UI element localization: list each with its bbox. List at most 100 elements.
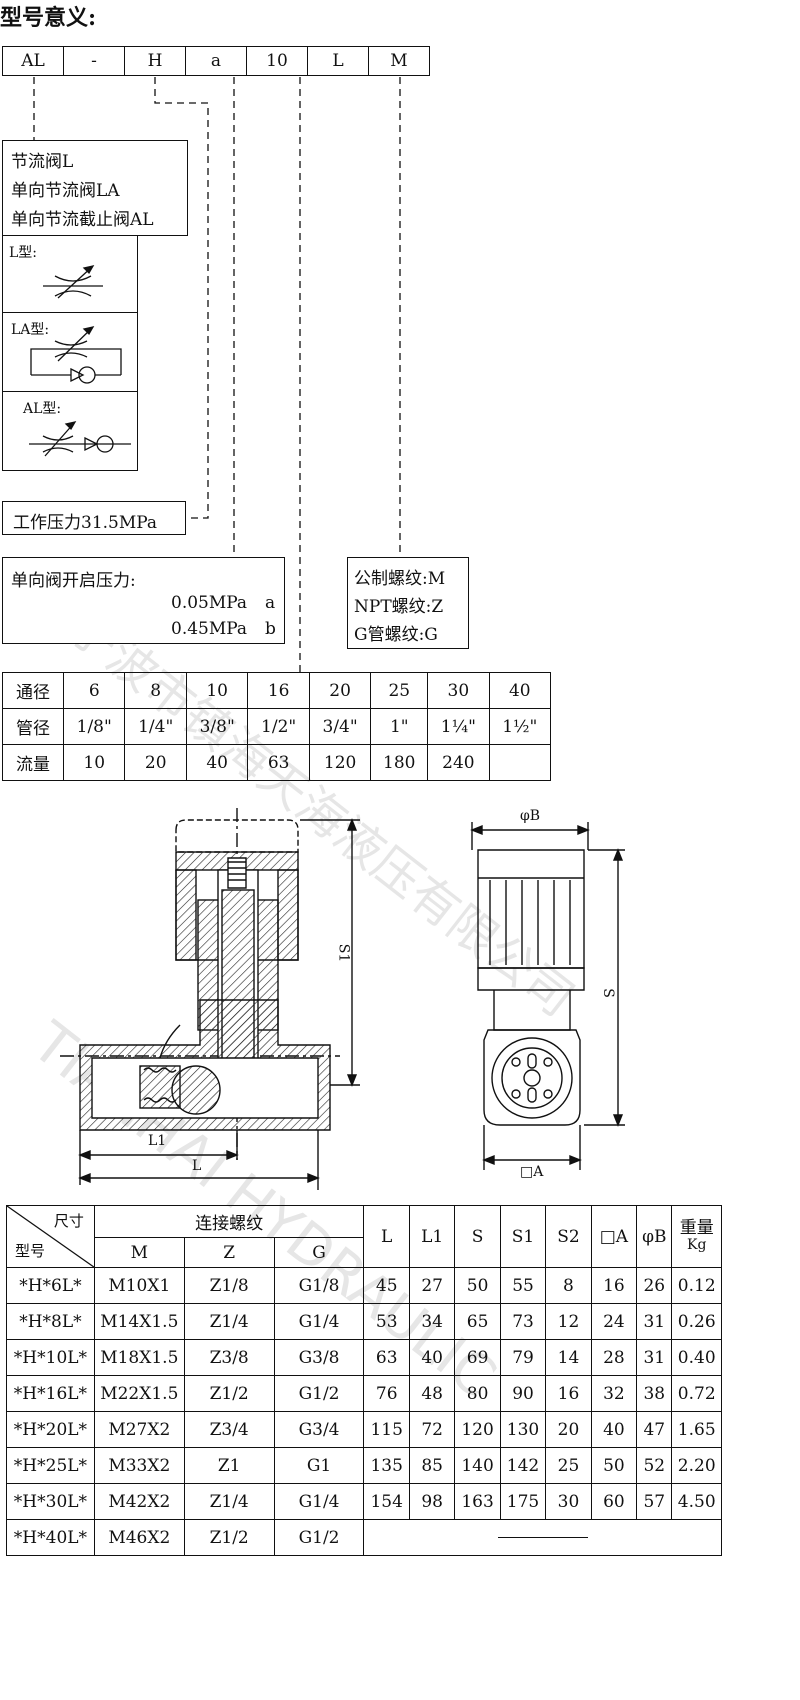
spec-cell: 57	[636, 1483, 673, 1520]
model-cell: *H*8L*	[6, 1303, 95, 1340]
size-cell: 1½"	[488, 708, 552, 745]
corner-size: 尺寸	[53, 1212, 84, 1230]
spec-cell: 55	[499, 1267, 547, 1304]
model-cell: *H*30L*	[6, 1483, 95, 1520]
spec-cell: 79	[499, 1339, 547, 1376]
spec-cell: 40	[590, 1411, 638, 1448]
spec-cell: 32	[590, 1375, 638, 1412]
spec-cell: 142	[499, 1447, 547, 1484]
spec-cell: 25	[545, 1447, 592, 1484]
size-cell: 1"	[370, 708, 429, 745]
spec-cell: 53	[363, 1303, 410, 1340]
size-cell: 120	[308, 744, 372, 781]
spec-cell: G1/2	[273, 1519, 365, 1556]
dim-a: □A	[520, 1164, 544, 1180]
spec-cell: 45	[363, 1267, 410, 1304]
dim-l: L	[192, 1158, 202, 1174]
spec-cell: G3/8	[273, 1339, 365, 1376]
valve-section-drawing	[60, 808, 360, 1190]
col-header: S1	[499, 1205, 547, 1268]
dim-s: S	[599, 988, 616, 998]
size-cell: 20	[308, 672, 372, 709]
spec-cell: 8	[545, 1267, 592, 1304]
symbol-box-l: L型:	[2, 235, 138, 313]
check-valve-box: 单向阀开启压力: 0.05MPa a 0.45MPa b	[2, 557, 285, 644]
spec-cell: M14X1.5	[93, 1303, 185, 1340]
symbol-label-al: AL型:	[23, 401, 62, 417]
thread-type-npt: NPT螺纹:Z	[354, 597, 444, 617]
model-cell: *H*25L*	[6, 1447, 95, 1484]
throttle-symbol-icon	[43, 265, 103, 299]
check-valve-pressure-a: 0.05MPa	[171, 593, 248, 613]
spec-cell: 31	[636, 1339, 673, 1376]
size-cell: 6	[62, 672, 126, 709]
spec-cell: Z1/4	[183, 1483, 275, 1520]
weight-header: 重量 Kg	[671, 1205, 722, 1268]
spec-cell: 0.12	[671, 1267, 722, 1304]
check-valve-title: 单向阀开启压力:	[11, 571, 136, 591]
col-header: □A	[590, 1205, 638, 1268]
size-label-pipe: 管径	[2, 708, 64, 745]
spec-cell: Z1/2	[183, 1519, 275, 1556]
sub-header-z: Z	[183, 1237, 275, 1268]
spec-cell: 60	[590, 1483, 638, 1520]
spec-cell: 0.72	[671, 1375, 722, 1412]
spec-cell: 24	[590, 1303, 638, 1340]
sub-header-g: G	[273, 1237, 365, 1268]
working-pressure: 工作压力31.5MPa	[13, 513, 158, 533]
spec-cell: G1/8	[273, 1267, 365, 1304]
size-cell: 1/4"	[124, 708, 187, 745]
weight-unit: Kg	[687, 1237, 707, 1254]
spec-cell: 14	[545, 1339, 592, 1376]
size-table: 通径 6 8 10 16 20 25 30 40 管径 1/8" 1/4" 3/…	[2, 672, 552, 781]
spec-cell: 16	[545, 1375, 592, 1412]
spec-cell: 90	[499, 1375, 547, 1412]
sub-header-m: M	[93, 1237, 185, 1268]
size-cell: 3/8"	[185, 708, 249, 745]
spec-cell: 140	[454, 1447, 501, 1484]
size-cell	[488, 744, 552, 781]
size-cell: 40	[185, 744, 249, 781]
spec-cell: 28	[590, 1339, 638, 1376]
symbol-label-l: L型:	[9, 245, 38, 261]
spec-cell: 76	[363, 1375, 410, 1412]
spec-cell: 38	[636, 1375, 673, 1412]
spec-cell: 73	[499, 1303, 547, 1340]
size-cell: 16	[247, 672, 310, 709]
size-cell: 20	[124, 744, 187, 781]
spec-cell: 85	[408, 1447, 456, 1484]
spec-cell: M42X2	[93, 1483, 185, 1520]
dim-l1: L1	[148, 1133, 167, 1149]
spec-cell: 98	[408, 1483, 456, 1520]
size-cell: 25	[370, 672, 429, 709]
spec-cell: M18X1.5	[93, 1339, 185, 1376]
spec-cell: 12	[545, 1303, 592, 1340]
spec-cell: 120	[454, 1411, 501, 1448]
check-valve-code-a: a	[265, 593, 276, 613]
symbol-label-la: LA型:	[11, 322, 50, 338]
size-cell: 30	[427, 672, 490, 709]
thread-group-header: 连接螺纹	[93, 1205, 365, 1238]
spec-cell: 154	[363, 1483, 410, 1520]
spec-cell: M10X1	[93, 1267, 185, 1304]
size-cell: 1¼"	[427, 708, 490, 745]
spec-cell: M33X2	[93, 1447, 185, 1484]
spec-cell: 65	[454, 1303, 501, 1340]
col-header: φB	[636, 1205, 673, 1268]
corner-model: 型号	[15, 1242, 46, 1260]
spec-cell: 4.50	[671, 1483, 722, 1520]
spec-cell: 52	[636, 1447, 673, 1484]
spec-cell: 26	[636, 1267, 673, 1304]
check-shutoff-symbol-icon	[29, 421, 131, 457]
corner-cell: 尺寸 型号	[6, 1205, 95, 1268]
spec-cell: G1/4	[273, 1303, 365, 1340]
spec-cell: 135	[363, 1447, 410, 1484]
spec-cell: 34	[408, 1303, 456, 1340]
spec-cell: 50	[454, 1267, 501, 1304]
symbol-box-la: LA型:	[2, 312, 138, 392]
